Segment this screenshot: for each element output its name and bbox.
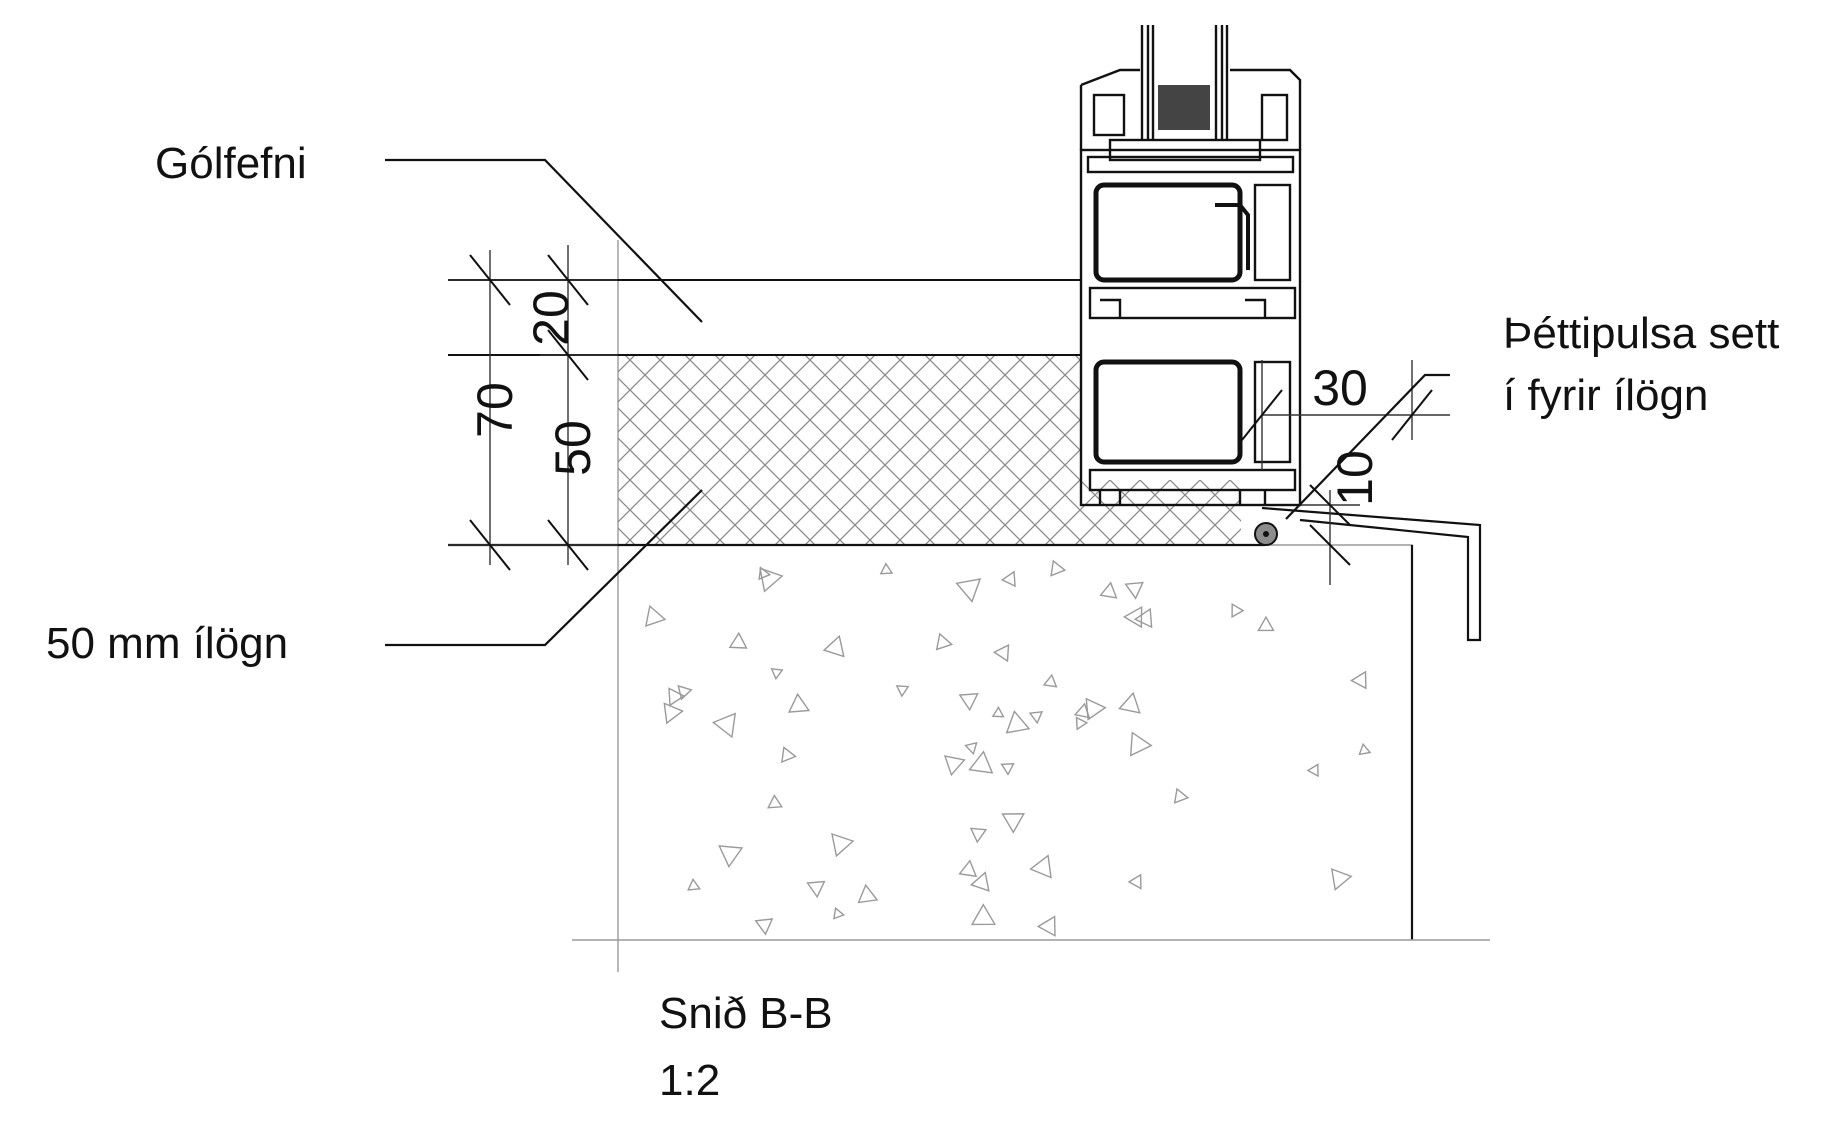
aggregate-mark (711, 712, 737, 739)
aggregate-mark (958, 693, 979, 712)
concrete-slab (572, 240, 1490, 972)
dimension-lines-right (1241, 360, 1450, 585)
aggregate-mark (969, 827, 988, 844)
aggregate-mark (668, 687, 686, 707)
window-sill-flashing (1261, 506, 1482, 642)
aggregate-mark (1349, 670, 1367, 690)
aggregate-mark (754, 918, 774, 936)
aggregate-mark (1358, 742, 1372, 756)
aggregate-mark (879, 562, 894, 575)
aggregate-mark (1000, 570, 1016, 588)
aggregate-mark (1257, 615, 1275, 632)
dim-50: 50 (545, 420, 601, 476)
aggregate-mark (663, 702, 684, 725)
aggregate-mark (1124, 581, 1144, 600)
aggregate-mark (968, 750, 994, 774)
aggregate-mark (1129, 731, 1153, 757)
aggregate-mark (687, 878, 701, 891)
aggregate-mark (895, 685, 910, 698)
dimension-lines-left (448, 245, 618, 571)
aggregate-mark (677, 684, 693, 701)
aggregate-mark (991, 706, 1005, 718)
aggregate-mark (831, 832, 855, 858)
aggregate-mark (1000, 763, 1015, 776)
aggregate-mark (1127, 873, 1142, 890)
dim-70: 70 (467, 382, 523, 438)
aggregate-mark (935, 632, 954, 651)
aggregate-mark (1036, 915, 1056, 937)
aggregate-mark (781, 746, 797, 764)
aggregate-mark (1075, 716, 1089, 731)
aggregate-mark (1122, 605, 1143, 629)
aggregate-mark (787, 692, 811, 713)
aggregate-mark (1050, 559, 1067, 577)
aggregate-mark (943, 755, 966, 777)
aggregate-mark (958, 859, 978, 878)
aggregate-mark (992, 643, 1010, 663)
aggregate-mark (718, 845, 744, 868)
aggregate-mark (770, 667, 784, 681)
concrete-aggregate-marks (644, 559, 1372, 937)
aggregate-mark (1099, 581, 1118, 599)
scale-label: 1:2 (659, 1056, 720, 1105)
label-seal-line1: Þéttipulsa sett (1503, 309, 1779, 358)
aggregate-mark (767, 794, 784, 809)
leader-lines (385, 158, 1450, 647)
aggregate-mark (1085, 697, 1107, 721)
aggregate-mark (964, 741, 978, 756)
window-frame-profile (1079, 25, 1302, 507)
aggregate-mark (759, 567, 784, 593)
aggregate-mark (728, 631, 748, 649)
insulation-layer (618, 355, 1081, 545)
aggregate-mark (969, 871, 990, 892)
aggregate-mark (644, 604, 667, 627)
aggregate-mark (1231, 602, 1245, 619)
aggregate-mark (1118, 691, 1141, 714)
label-floor-material: Gólfefni (155, 139, 307, 188)
aggregate-mark (1133, 607, 1153, 629)
dim-20: 20 (523, 290, 579, 346)
label-insulation: 50 mm ílögn (46, 619, 288, 668)
seal-strip (1254, 522, 1278, 546)
aggregate-mark (758, 566, 772, 581)
aggregate-mark (857, 883, 879, 904)
aggregate-mark (822, 634, 845, 658)
aggregate-mark (970, 903, 997, 926)
aggregate-mark (1173, 787, 1190, 804)
aggregate-mark (806, 880, 826, 899)
aggregate-mark (1001, 813, 1026, 834)
section-title: Snið B-B (659, 989, 833, 1038)
aggregate-mark (833, 906, 846, 920)
dim-30: 30 (1312, 360, 1368, 416)
aggregate-mark (955, 578, 982, 603)
aggregate-mark (1330, 868, 1353, 891)
dim-10: 10 (1327, 450, 1383, 506)
label-seal-line2: í fyrir ílögn (1503, 371, 1708, 420)
aggregate-mark (1028, 710, 1044, 725)
aggregate-mark (1042, 673, 1058, 688)
aggregate-mark (1029, 854, 1052, 879)
aggregate-mark (1005, 710, 1031, 734)
aggregate-mark (1306, 763, 1319, 778)
